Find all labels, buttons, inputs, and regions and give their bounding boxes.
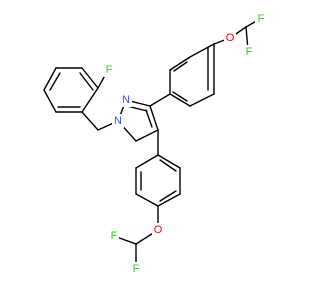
atom-f-bottom1: F: [108, 229, 119, 243]
atom-o-bottom: O: [152, 223, 164, 237]
o-label: O: [226, 32, 235, 44]
atom-o-top: O: [224, 31, 236, 45]
f-label: F: [133, 263, 140, 275]
atom-f-top2: F: [243, 45, 254, 59]
o-label: O: [154, 224, 163, 236]
bond: [79, 72, 94, 91]
bond: [189, 93, 215, 107]
bond: [81, 67, 99, 89]
bond: [135, 129, 159, 142]
f-label: F: [258, 13, 265, 25]
atom-label-layer: F F O F N N O F: [103, 12, 266, 276]
f-label: F: [246, 46, 253, 58]
bond: [135, 193, 159, 207]
atom-n1: N: [112, 114, 124, 128]
bond: [159, 159, 177, 172]
bond: [149, 105, 159, 131]
bond: [173, 61, 188, 72]
bond: [149, 93, 171, 107]
bond: [189, 43, 215, 58]
f-label: F: [106, 64, 113, 76]
n-label: N: [114, 115, 122, 127]
atom-n2: N: [120, 93, 132, 107]
bond: [49, 72, 61, 91]
bond: [43, 89, 57, 113]
atom-f-top1: F: [255, 12, 266, 26]
bond: [145, 109, 153, 128]
bond: [172, 91, 188, 102]
bond: [81, 87, 99, 113]
bond: [159, 190, 177, 202]
f-label: F: [111, 230, 118, 242]
bond: [169, 93, 191, 107]
n-label: N: [122, 94, 130, 106]
bond: [169, 56, 191, 71]
bond: [81, 111, 99, 131]
bond: [157, 154, 181, 169]
atom-f-bottom2: F: [130, 262, 141, 276]
bond: [43, 67, 57, 91]
molecule-structure: F F O F N N O F: [43, 12, 266, 276]
bond-layer: [43, 18, 261, 267]
atom-f-benzyl: F: [103, 63, 114, 77]
bond: [135, 154, 159, 169]
bond: [157, 193, 181, 207]
